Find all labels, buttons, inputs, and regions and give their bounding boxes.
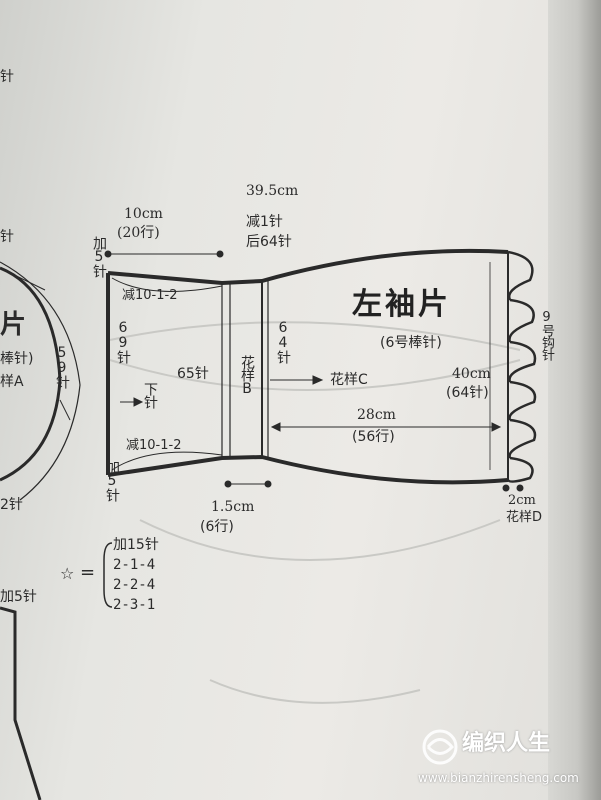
decrease-top-label: 减10-1-2 [122,288,178,303]
star-rule-3: 2-2-4 [113,577,156,593]
left-partial-label-2: 针 [0,229,14,245]
sleeve-title: 左袖片 [352,287,451,322]
left-59-label: 59针 [54,345,70,388]
width-40-label: 40cm [452,366,491,382]
bleed-through [109,321,521,704]
back-stitches-label: 后64针 [246,234,292,250]
stitches-64-label: 64针 [275,320,291,363]
star-equals: = [80,562,96,583]
down-needle-label: 下针 [142,382,158,408]
book-gutter [548,0,601,800]
hook-note-label: 9号钩针 [539,310,554,360]
left-05-label: 加5针 [0,589,37,605]
add-5-bottom-text: 加5针 [104,460,120,501]
star-icon: ☆ [60,564,75,583]
left-piece-title: 片 [0,310,27,340]
watermark-brand: 编织人生 [462,731,551,756]
add-5-top-text: 加5针 [91,236,107,277]
decrease-bottom-label: 减10-1-2 [126,438,182,453]
band-rows-label: (6行) [200,519,234,535]
stitches-69-label: 69针 [115,320,131,363]
cuff-left-width-label: 10cm [124,206,163,222]
top-width-label: 39.5cm [246,183,299,199]
sleeve-outline [106,248,509,485]
star-rule-4: 2-3-1 [113,597,156,613]
needle-note-label: (6号棒针) [380,335,442,351]
watermark-url: www.bianzhirensheng.com [418,771,579,785]
stitches-64-paren-label: (64针) [446,385,489,401]
star-rule-1: 加15针 [113,537,159,553]
left-2-label: 2针 [0,497,23,513]
decrease-label: 减1针 [246,214,283,230]
edge-2cm-label: 2cm [508,493,536,508]
star-rule-2: 2-1-4 [113,557,156,573]
pattern-b-label: 花样B [239,355,255,396]
pattern-c-label: 花样C [330,372,368,388]
left-body-piece [0,261,81,800]
left-pattern-a: 样A [0,374,24,390]
add-5-bottom-label: 加5针 [85,460,120,501]
cuff-left-rows-label: (20行) [117,225,160,241]
length-28-label: 28cm [357,407,396,423]
left-partial-label-1: 针 [0,69,14,85]
stitches-65-label: 65针 [177,366,209,382]
rows-56-label: (56行) [352,429,395,445]
dimension-lines [0,250,524,608]
crochet-scallops [506,250,537,483]
add-5-top-label: 加5针 [72,236,107,277]
band-width-label: 1.5cm [211,499,255,515]
pattern-d-label: 花样D [506,510,543,525]
left-needle-note: 棒针) [0,351,34,367]
